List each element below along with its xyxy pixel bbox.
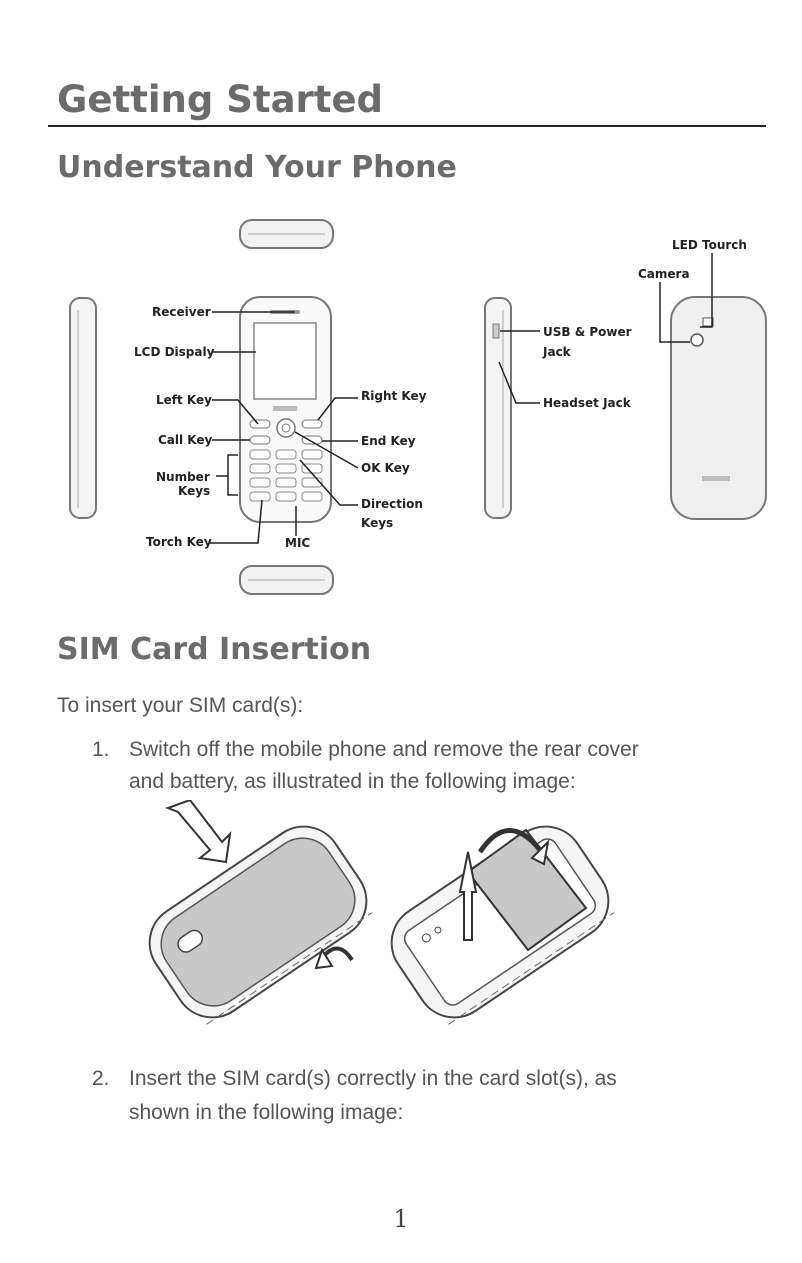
page-title: Getting Started (57, 78, 384, 121)
label-ok-key: OK Key (361, 461, 410, 475)
label-direction-1: Direction (361, 497, 423, 511)
label-direction-2: Keys (361, 516, 393, 530)
page-number: 1 (393, 1205, 409, 1233)
label-call-key: Call Key (158, 433, 213, 447)
title-rule (48, 125, 766, 127)
label-camera: Camera (638, 267, 690, 281)
label-usb-2: Jack (542, 345, 572, 359)
label-end-key: End Key (361, 434, 416, 448)
step-1-number: 1. (92, 738, 110, 761)
label-right-key: Right Key (361, 389, 427, 403)
label-usb-1: USB & Power (543, 325, 632, 339)
phone-anatomy-diagram: Receiver LCD Dispaly Left Key Call Key N… (69, 219, 767, 595)
label-led: LED Tourch (672, 238, 747, 252)
label-number-keys-1: Number (156, 470, 210, 484)
battery-removal-illustration (148, 800, 615, 1025)
step-1-line-2: and battery, as illustrated in the follo… (129, 770, 576, 793)
label-mic: MIC (285, 536, 310, 550)
label-left-key: Left Key (156, 393, 212, 407)
label-receiver: Receiver (152, 305, 211, 319)
step-2-number: 2. (92, 1067, 110, 1090)
step-2-line-2: shown in the following image: (129, 1101, 404, 1124)
label-headset: Headset Jack (543, 396, 632, 410)
step-1-line-1: Switch off the mobile phone and remove t… (129, 738, 639, 761)
section-heading-sim: SIM Card Insertion (57, 632, 372, 667)
step-2-line-1: Insert the SIM card(s) correctly in the … (129, 1067, 617, 1090)
section-heading-understand: Understand Your Phone (57, 150, 457, 185)
label-torch-key: Torch Key (146, 535, 212, 549)
label-number-keys-2: Keys (178, 484, 210, 498)
sim-intro: To insert your SIM card(s): (57, 694, 304, 717)
label-lcd: LCD Dispaly (134, 345, 215, 359)
